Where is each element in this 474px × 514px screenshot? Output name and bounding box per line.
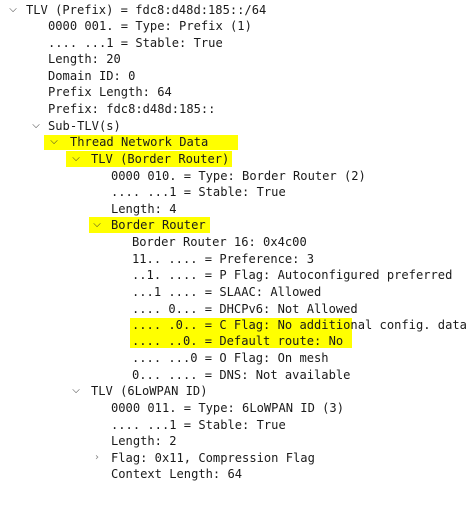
tree-node-thread-network-data[interactable]: ⌵ Thread Network Data bbox=[0, 134, 474, 150]
tree-leaf[interactable]: ...1 .... = SLAAC: Allowed bbox=[0, 284, 474, 300]
highlight-marker bbox=[89, 217, 210, 233]
tree-leaf[interactable]: .... ...0 = O Flag: On mesh bbox=[0, 350, 474, 366]
tree-node-prefix-tlv[interactable]: ⌵ TLV (Prefix) = fdc8:d48d:185::/64 bbox=[0, 2, 474, 18]
tree-node-border-router-tlv[interactable]: ⌵ TLV (Border Router) bbox=[0, 151, 474, 167]
chevron-down-icon[interactable]: ⌵ bbox=[9, 4, 17, 15]
tree-node-border-router[interactable]: ⌵ Border Router bbox=[0, 217, 474, 233]
tree-leaf-label: 0... .... = DNS: Not available bbox=[132, 368, 351, 382]
tree-leaf[interactable]: Prefix Length: 64 bbox=[0, 84, 474, 100]
highlight-marker bbox=[130, 318, 352, 348]
tree-leaf-label: Border Router 16: 0x4c00 bbox=[132, 235, 307, 249]
tree-leaf-label: 11.. .... = Preference: 3 bbox=[132, 252, 315, 266]
highlight-marker bbox=[66, 151, 232, 167]
tree-node-label: TLV (6LoWPAN ID) bbox=[91, 384, 208, 398]
tree-leaf[interactable]: 0000 011. = Type: 6LoWPAN ID (3) bbox=[0, 400, 474, 416]
tree-node-label: TLV (Border Router) bbox=[91, 152, 230, 166]
tree-leaf-label: Context Length: 64 bbox=[111, 467, 243, 481]
tree-leaf-label: Length: 4 bbox=[111, 202, 177, 216]
tree-leaf[interactable]: Context Length: 64 bbox=[0, 466, 474, 482]
tree-leaf[interactable]: Length: 20 bbox=[0, 51, 474, 67]
tree-leaf[interactable]: Prefix: fdc8:d48d:185:: bbox=[0, 101, 474, 117]
tree-leaf-label: 0000 001. = Type: Prefix (1) bbox=[48, 19, 252, 33]
tree-leaf[interactable]: Length: 2 bbox=[0, 433, 474, 449]
tree-leaf[interactable]: .... ...1 = Stable: True bbox=[0, 417, 474, 433]
tree-leaf-label: .... ...1 = Stable: True bbox=[111, 185, 286, 199]
tree-node-label: Flag: 0x11, Compression Flag bbox=[111, 451, 315, 465]
tree-leaf[interactable]: 0... .... = DNS: Not available bbox=[0, 367, 474, 383]
tree-node-compression-flag[interactable]: › Flag: 0x11, Compression Flag bbox=[0, 450, 474, 466]
tree-leaf[interactable]: Length: 4 bbox=[0, 201, 474, 217]
tree-leaf[interactable]: Border Router 16: 0x4c00 bbox=[0, 234, 474, 250]
chevron-down-icon[interactable]: ⌵ bbox=[93, 219, 101, 230]
tree-leaf-label: 0000 010. = Type: Border Router (2) bbox=[111, 169, 366, 183]
tree-leaf-label: Length: 20 bbox=[48, 52, 121, 66]
tree-node-label: TLV (Prefix) = fdc8:d48d:185::/64 bbox=[26, 3, 267, 17]
tree-leaf-label: Length: 2 bbox=[111, 434, 177, 448]
tree-leaf-label: ..1. .... = P Flag: Autoconfigured prefe… bbox=[132, 268, 453, 282]
tree-leaf-label: Domain ID: 0 bbox=[48, 69, 136, 83]
chevron-right-icon[interactable]: › bbox=[95, 452, 99, 463]
tree-leaf[interactable]: .... 0... = DHCPv6: Not Allowed bbox=[0, 301, 474, 317]
tree-leaf-label: .... .0.. = C Flag: No additional config… bbox=[132, 318, 467, 332]
chevron-down-icon[interactable]: ⌵ bbox=[50, 136, 58, 147]
tree-leaf-label: .... ..0. = Default route: No bbox=[132, 334, 344, 348]
chevron-down-icon[interactable]: ⌵ bbox=[72, 385, 80, 396]
tree-leaf[interactable]: Domain ID: 0 bbox=[0, 68, 474, 84]
tree-node-6lowpan-id-tlv[interactable]: ⌵ TLV (6LoWPAN ID) bbox=[0, 383, 474, 399]
highlight-marker bbox=[44, 135, 238, 150]
chevron-down-icon[interactable]: ⌵ bbox=[72, 153, 80, 164]
tree-leaf[interactable]: 0000 010. = Type: Border Router (2) bbox=[0, 168, 474, 184]
tree-leaf[interactable]: .... .0.. = C Flag: No additional config… bbox=[0, 317, 474, 333]
tree-leaf-label: .... ...1 = Stable: True bbox=[111, 418, 286, 432]
tree-leaf-label: ...1 .... = SLAAC: Allowed bbox=[132, 285, 322, 299]
tree-leaf[interactable]: .... ...1 = Stable: True bbox=[0, 184, 474, 200]
tree-leaf-label: .... 0... = DHCPv6: Not Allowed bbox=[132, 302, 358, 316]
tree-leaf-label: Prefix Length: 64 bbox=[48, 85, 172, 99]
tree-leaf-label: .... ...0 = O Flag: On mesh bbox=[132, 351, 329, 365]
tree-leaf[interactable]: 11.. .... = Preference: 3 bbox=[0, 251, 474, 267]
chevron-down-icon[interactable]: ⌵ bbox=[32, 120, 40, 131]
tree-node-label: Thread Network Data bbox=[70, 135, 209, 149]
tree-node-sub-tlvs[interactable]: ⌵ Sub-TLV(s) bbox=[0, 118, 474, 134]
tree-leaf-label: 0000 011. = Type: 6LoWPAN ID (3) bbox=[111, 401, 344, 415]
tree-leaf[interactable]: 0000 001. = Type: Prefix (1) bbox=[0, 18, 474, 34]
tree-node-label: Border Router bbox=[111, 218, 206, 232]
tree-node-label: Sub-TLV(s) bbox=[48, 119, 121, 133]
tree-leaf-default-route[interactable]: .... ..0. = Default route: No bbox=[0, 333, 474, 349]
tree-leaf-label: Prefix: fdc8:d48d:185:: bbox=[48, 102, 216, 116]
packet-details-tree: ⌵ TLV (Prefix) = fdc8:d48d:185::/64 0000… bbox=[0, 2, 474, 482]
tree-leaf-label: .... ...1 = Stable: True bbox=[48, 36, 223, 50]
tree-leaf[interactable]: .... ...1 = Stable: True bbox=[0, 35, 474, 51]
tree-leaf[interactable]: ..1. .... = P Flag: Autoconfigured prefe… bbox=[0, 267, 474, 283]
